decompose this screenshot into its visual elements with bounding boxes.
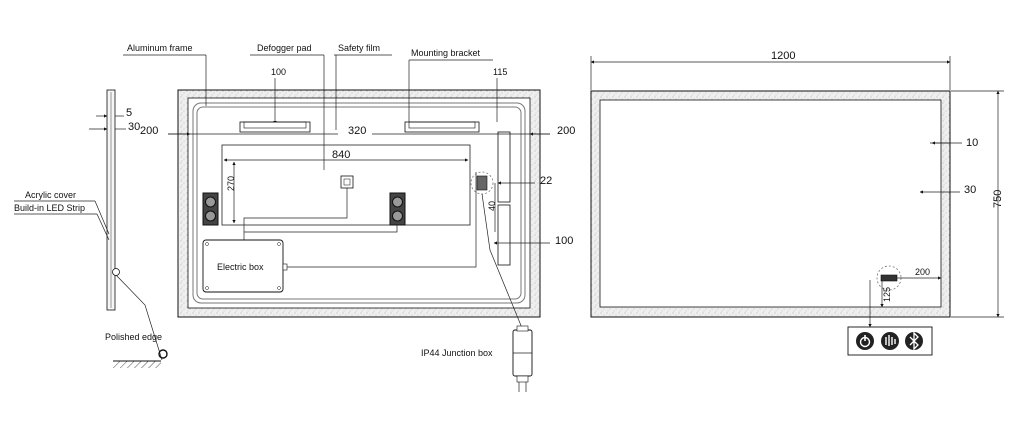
polished-edge-label: Polished edge <box>105 332 162 342</box>
ip44-junction-box <box>512 325 533 392</box>
mounting-bracket-label: Mounting bracket <box>411 48 481 58</box>
side-bracket-upper <box>497 131 511 203</box>
dim-side-5: 5 <box>126 107 132 119</box>
switch-location <box>880 274 898 282</box>
dim-22: 22 <box>540 175 552 187</box>
side-bracket-lower <box>497 204 511 266</box>
touch-sensor <box>340 175 354 189</box>
dim-back-10: 10 <box>966 137 978 149</box>
dim-front-200-right: 200 <box>557 125 575 137</box>
junction-box-label: IP44 Junction box <box>421 348 493 358</box>
electric-box-label: Electric box <box>217 262 264 272</box>
polished-edge-marker <box>112 268 120 276</box>
wall-hatch <box>113 361 161 368</box>
dim-side-30: 30 <box>128 121 140 133</box>
dim-back-200: 200 <box>915 267 930 277</box>
top-bracket-left <box>239 121 311 133</box>
dim-40: 40 <box>487 201 497 211</box>
side-view: 5 30 Acrylic cover Build-in LED Strip Po… <box>14 89 168 368</box>
dim-back-30: 30 <box>964 184 976 196</box>
led-strip-label: Build-in LED Strip <box>14 203 85 213</box>
dimmer-icon <box>881 332 899 350</box>
dim-width-1200: 1200 <box>771 50 795 62</box>
power-icon <box>856 332 874 350</box>
top-bracket-right <box>404 121 480 133</box>
defogger-pad-area <box>221 144 471 226</box>
dim-320: 320 <box>348 125 366 137</box>
bluetooth-icon <box>905 331 923 351</box>
speaker-right <box>389 192 406 226</box>
hook-symbol <box>158 349 168 359</box>
safety-film-label: Safety film <box>338 43 380 53</box>
dim-defogger-100: 100 <box>271 67 286 77</box>
dim-back-125: 125 <box>882 287 892 302</box>
back-frame-inner <box>599 99 942 308</box>
dim-front-200-left: 200 <box>140 125 158 137</box>
speaker-left <box>202 192 219 226</box>
front-view: Aluminum frame Defogger pad 100 Safety f… <box>123 43 575 392</box>
acrylic-cover-label: Acrylic cover <box>25 190 76 200</box>
back-view: 1200 750 10 30 200 125 <box>590 50 1004 356</box>
aluminum-frame-label: Aluminum frame <box>127 43 193 53</box>
dim-115: 115 <box>493 67 507 77</box>
dim-270: 270 <box>226 176 236 191</box>
defogger-pad-label: Defogger pad <box>257 43 312 53</box>
dim-height-750: 750 <box>992 190 1004 208</box>
dim-bracket-100: 100 <box>555 235 573 247</box>
dim-840: 840 <box>332 149 350 161</box>
